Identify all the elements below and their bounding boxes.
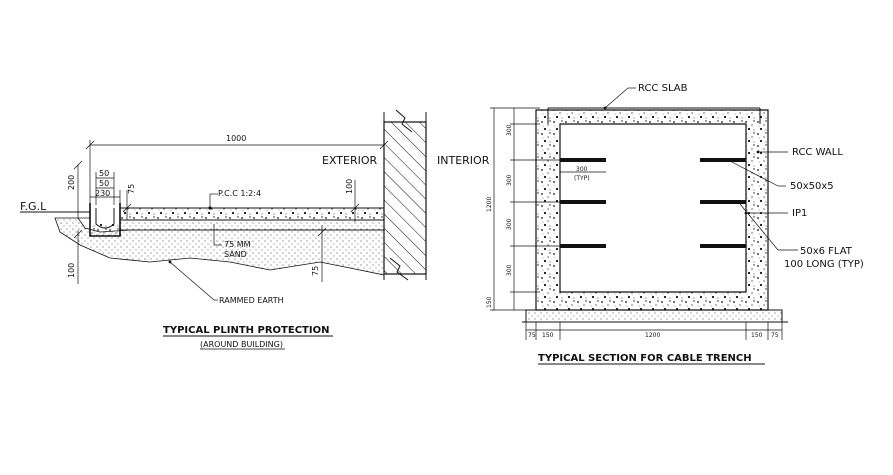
flat-label-1: 50x6 FLAT bbox=[800, 246, 853, 257]
rcc-slab-label: RCC SLAB bbox=[638, 83, 688, 94]
drain-base bbox=[90, 224, 120, 236]
pcc-label: P.C.C 1:2:4 bbox=[218, 189, 261, 198]
cable-trench-section: 300 (TYP) 1200 300 300 300 300 150 75 15… bbox=[486, 83, 864, 365]
dim-50-top: 50 bbox=[99, 169, 109, 178]
trench-title: TYPICAL SECTION FOR CABLE TRENCH bbox=[538, 353, 752, 364]
sand-label-1: 75 MM bbox=[224, 240, 251, 249]
dim-left-300-c: 300 bbox=[506, 218, 513, 230]
angle-label: 50x50x5 bbox=[790, 181, 834, 192]
dim-bottom-75-b: 75 bbox=[771, 332, 779, 339]
dim-75-top: 75 bbox=[127, 184, 136, 194]
fgl-label: F.G.L bbox=[20, 200, 47, 213]
pcc-slab bbox=[119, 207, 385, 221]
dim-100-right: 100 bbox=[345, 179, 354, 194]
dim-left-300-a: 300 bbox=[506, 124, 513, 136]
dim-1000: 1000 bbox=[226, 134, 246, 143]
break-line-bottom bbox=[389, 257, 409, 281]
trench-base bbox=[525, 309, 783, 323]
trench-walls bbox=[535, 109, 769, 311]
flat-label-2: 100 LONG (TYP) bbox=[784, 259, 864, 270]
plinth-title: TYPICAL PLINTH PROTECTION bbox=[163, 325, 329, 336]
dim-200: 200 bbox=[67, 175, 76, 190]
dim-bottom-150-b: 150 bbox=[751, 332, 763, 339]
interior-label: INTERIOR bbox=[437, 154, 490, 167]
exterior-label: EXTERIOR bbox=[322, 154, 378, 167]
dim-left-300-b: 300 bbox=[506, 174, 513, 186]
brackets-right bbox=[700, 158, 746, 248]
dim-left-300-d: 300 bbox=[506, 264, 513, 276]
dim-230: 230 bbox=[95, 189, 110, 198]
dim-75-bottom: 75 bbox=[311, 266, 320, 276]
dim-300-typ: 300 bbox=[576, 166, 588, 173]
typ-label: (TYP) bbox=[574, 175, 590, 182]
brackets-left bbox=[560, 158, 606, 248]
rcc-wall-label: RCC WALL bbox=[792, 147, 843, 158]
dim-bottom-150-a: 150 bbox=[542, 332, 554, 339]
sand-label-2: SAND bbox=[224, 250, 247, 259]
dim-bottom-1200: 1200 bbox=[645, 332, 660, 339]
dim-bottom-75-a: 75 bbox=[528, 332, 536, 339]
break-line-top bbox=[395, 109, 413, 133]
dim-left-total: 1200 bbox=[486, 197, 493, 212]
sand-layer bbox=[119, 219, 385, 231]
dim-100-bottom: 100 bbox=[67, 263, 76, 278]
ip1-label: IP1 bbox=[792, 208, 807, 219]
dim-50-mid: 50 bbox=[99, 179, 109, 188]
plinth-protection-section: F.G.L 1000 EXTERIOR INTERIOR 200 50 50 2… bbox=[20, 109, 490, 350]
plinth-subtitle: (AROUND BUILDING) bbox=[200, 340, 283, 349]
building-wall bbox=[383, 121, 427, 275]
rammed-earth-label: RAMMED EARTH bbox=[219, 296, 284, 305]
dim-left-150: 150 bbox=[486, 296, 493, 308]
